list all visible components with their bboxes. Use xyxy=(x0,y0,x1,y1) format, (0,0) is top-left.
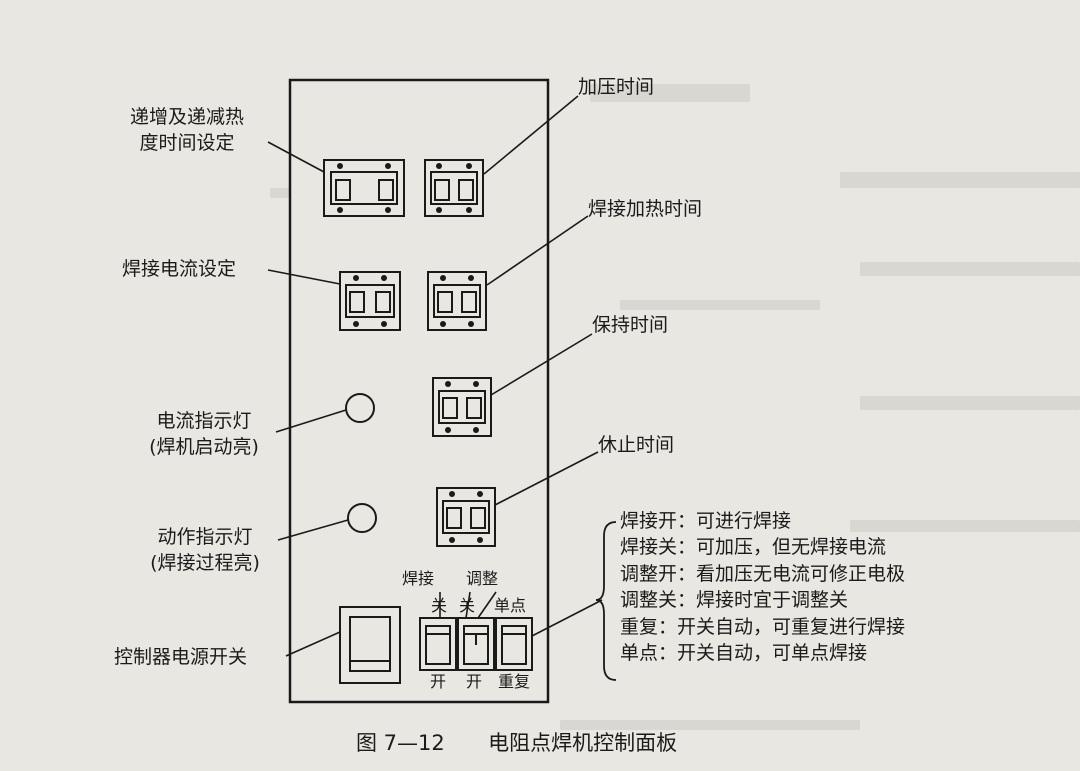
toggle-switch-weld xyxy=(419,617,457,671)
leader-line xyxy=(494,451,599,506)
background-bleed xyxy=(590,84,750,102)
leader-line xyxy=(486,215,589,286)
switch-note: 焊接关：可加压，但无焊接电流 xyxy=(620,536,887,559)
switch-label-repeat: 重复 xyxy=(498,672,531,691)
leader-line xyxy=(490,333,593,396)
switch-label-single: 单点 xyxy=(494,596,527,615)
notes-brace xyxy=(595,521,617,681)
switch-label-off-2: 关 xyxy=(459,596,476,615)
leader-line xyxy=(477,591,497,619)
leader-line xyxy=(277,519,349,541)
leader-line xyxy=(531,599,603,637)
label-current-lamp-line1: 电流指示灯 xyxy=(156,410,252,432)
switch-note: 焊接开：可进行焊接 xyxy=(620,510,792,532)
leader-line xyxy=(483,95,579,175)
background-bleed xyxy=(860,396,1080,410)
label-current-lamp: 电流指示灯 (焊机启动亮) xyxy=(130,408,278,460)
squeeze-time-dial xyxy=(424,159,484,217)
leader-line xyxy=(465,591,471,619)
panel-outline xyxy=(288,78,550,704)
hold-time-dial xyxy=(432,377,492,437)
caption-title: 电阻点焊机控制面板 xyxy=(488,731,678,755)
ramp-time-dial xyxy=(323,159,405,217)
switch-note: 调整关：焊接时宜于调整关 xyxy=(620,589,849,612)
background-bleed xyxy=(270,188,290,198)
leader-line xyxy=(285,631,341,657)
power-switch xyxy=(339,606,401,684)
current-indicator-lamp xyxy=(345,393,375,423)
background-bleed xyxy=(560,720,860,730)
switch-label-on-1: 开 xyxy=(430,672,447,691)
label-off-time: 休止时间 xyxy=(598,434,675,456)
switch-note: 调整开：看加压无电流可修正电极 xyxy=(620,562,906,585)
label-action-lamp-line2: (焊接过程亮) xyxy=(150,552,260,574)
weld-heat-time-dial xyxy=(427,271,487,331)
background-bleed xyxy=(850,520,1080,532)
background-bleed xyxy=(860,262,1080,276)
caption-number: 图 7—12 xyxy=(356,731,445,755)
weld-current-dial xyxy=(339,271,401,331)
toggle-switch-adjust xyxy=(457,617,495,671)
action-indicator-lamp xyxy=(347,503,377,533)
off-time-dial xyxy=(436,487,496,547)
label-current-lamp-line2: (焊机启动亮) xyxy=(149,436,259,458)
switch-label-off-1: 关 xyxy=(431,596,448,615)
background-bleed xyxy=(840,172,1080,188)
label-ramp-time-line2: 度时间设定 xyxy=(139,132,235,154)
leader-line xyxy=(267,141,325,173)
label-ramp-time: 递增及递减热 度时间设定 xyxy=(112,104,262,156)
switch-note: 单点：开关自动，可单点焊接 xyxy=(620,642,868,665)
switch-label-on-2: 开 xyxy=(466,672,483,691)
leader-line xyxy=(267,269,341,285)
leader-line xyxy=(275,409,347,433)
switch-label-weld: 焊接 xyxy=(402,569,435,588)
switch-label-adjust: 调整 xyxy=(466,569,499,588)
label-power-switch: 控制器电源开关 xyxy=(114,646,248,668)
label-squeeze-time: 加压时间 xyxy=(578,76,655,98)
switch-note: 重复：开关自动，可重复进行焊接 xyxy=(620,615,906,638)
label-action-lamp-line1: 动作指示灯 xyxy=(157,526,253,548)
label-ramp-time-line1: 递增及递减热 xyxy=(129,106,244,128)
background-bleed xyxy=(620,300,820,310)
figure-caption: 图 7—12 电阻点焊机控制面板 xyxy=(356,730,677,756)
label-hold-time: 保持时间 xyxy=(592,314,669,336)
label-weld-heat-time: 焊接加热时间 xyxy=(588,198,703,220)
switch-notes: 焊接开：可进行焊接 焊接关：可加压，但无焊接电流 调整开：看加压无电流可修正电极… xyxy=(620,508,905,666)
toggle-switch-mode xyxy=(495,617,533,671)
label-action-lamp: 动作指示灯 (焊接过程亮) xyxy=(130,524,280,576)
label-weld-current: 焊接电流设定 xyxy=(122,258,237,280)
